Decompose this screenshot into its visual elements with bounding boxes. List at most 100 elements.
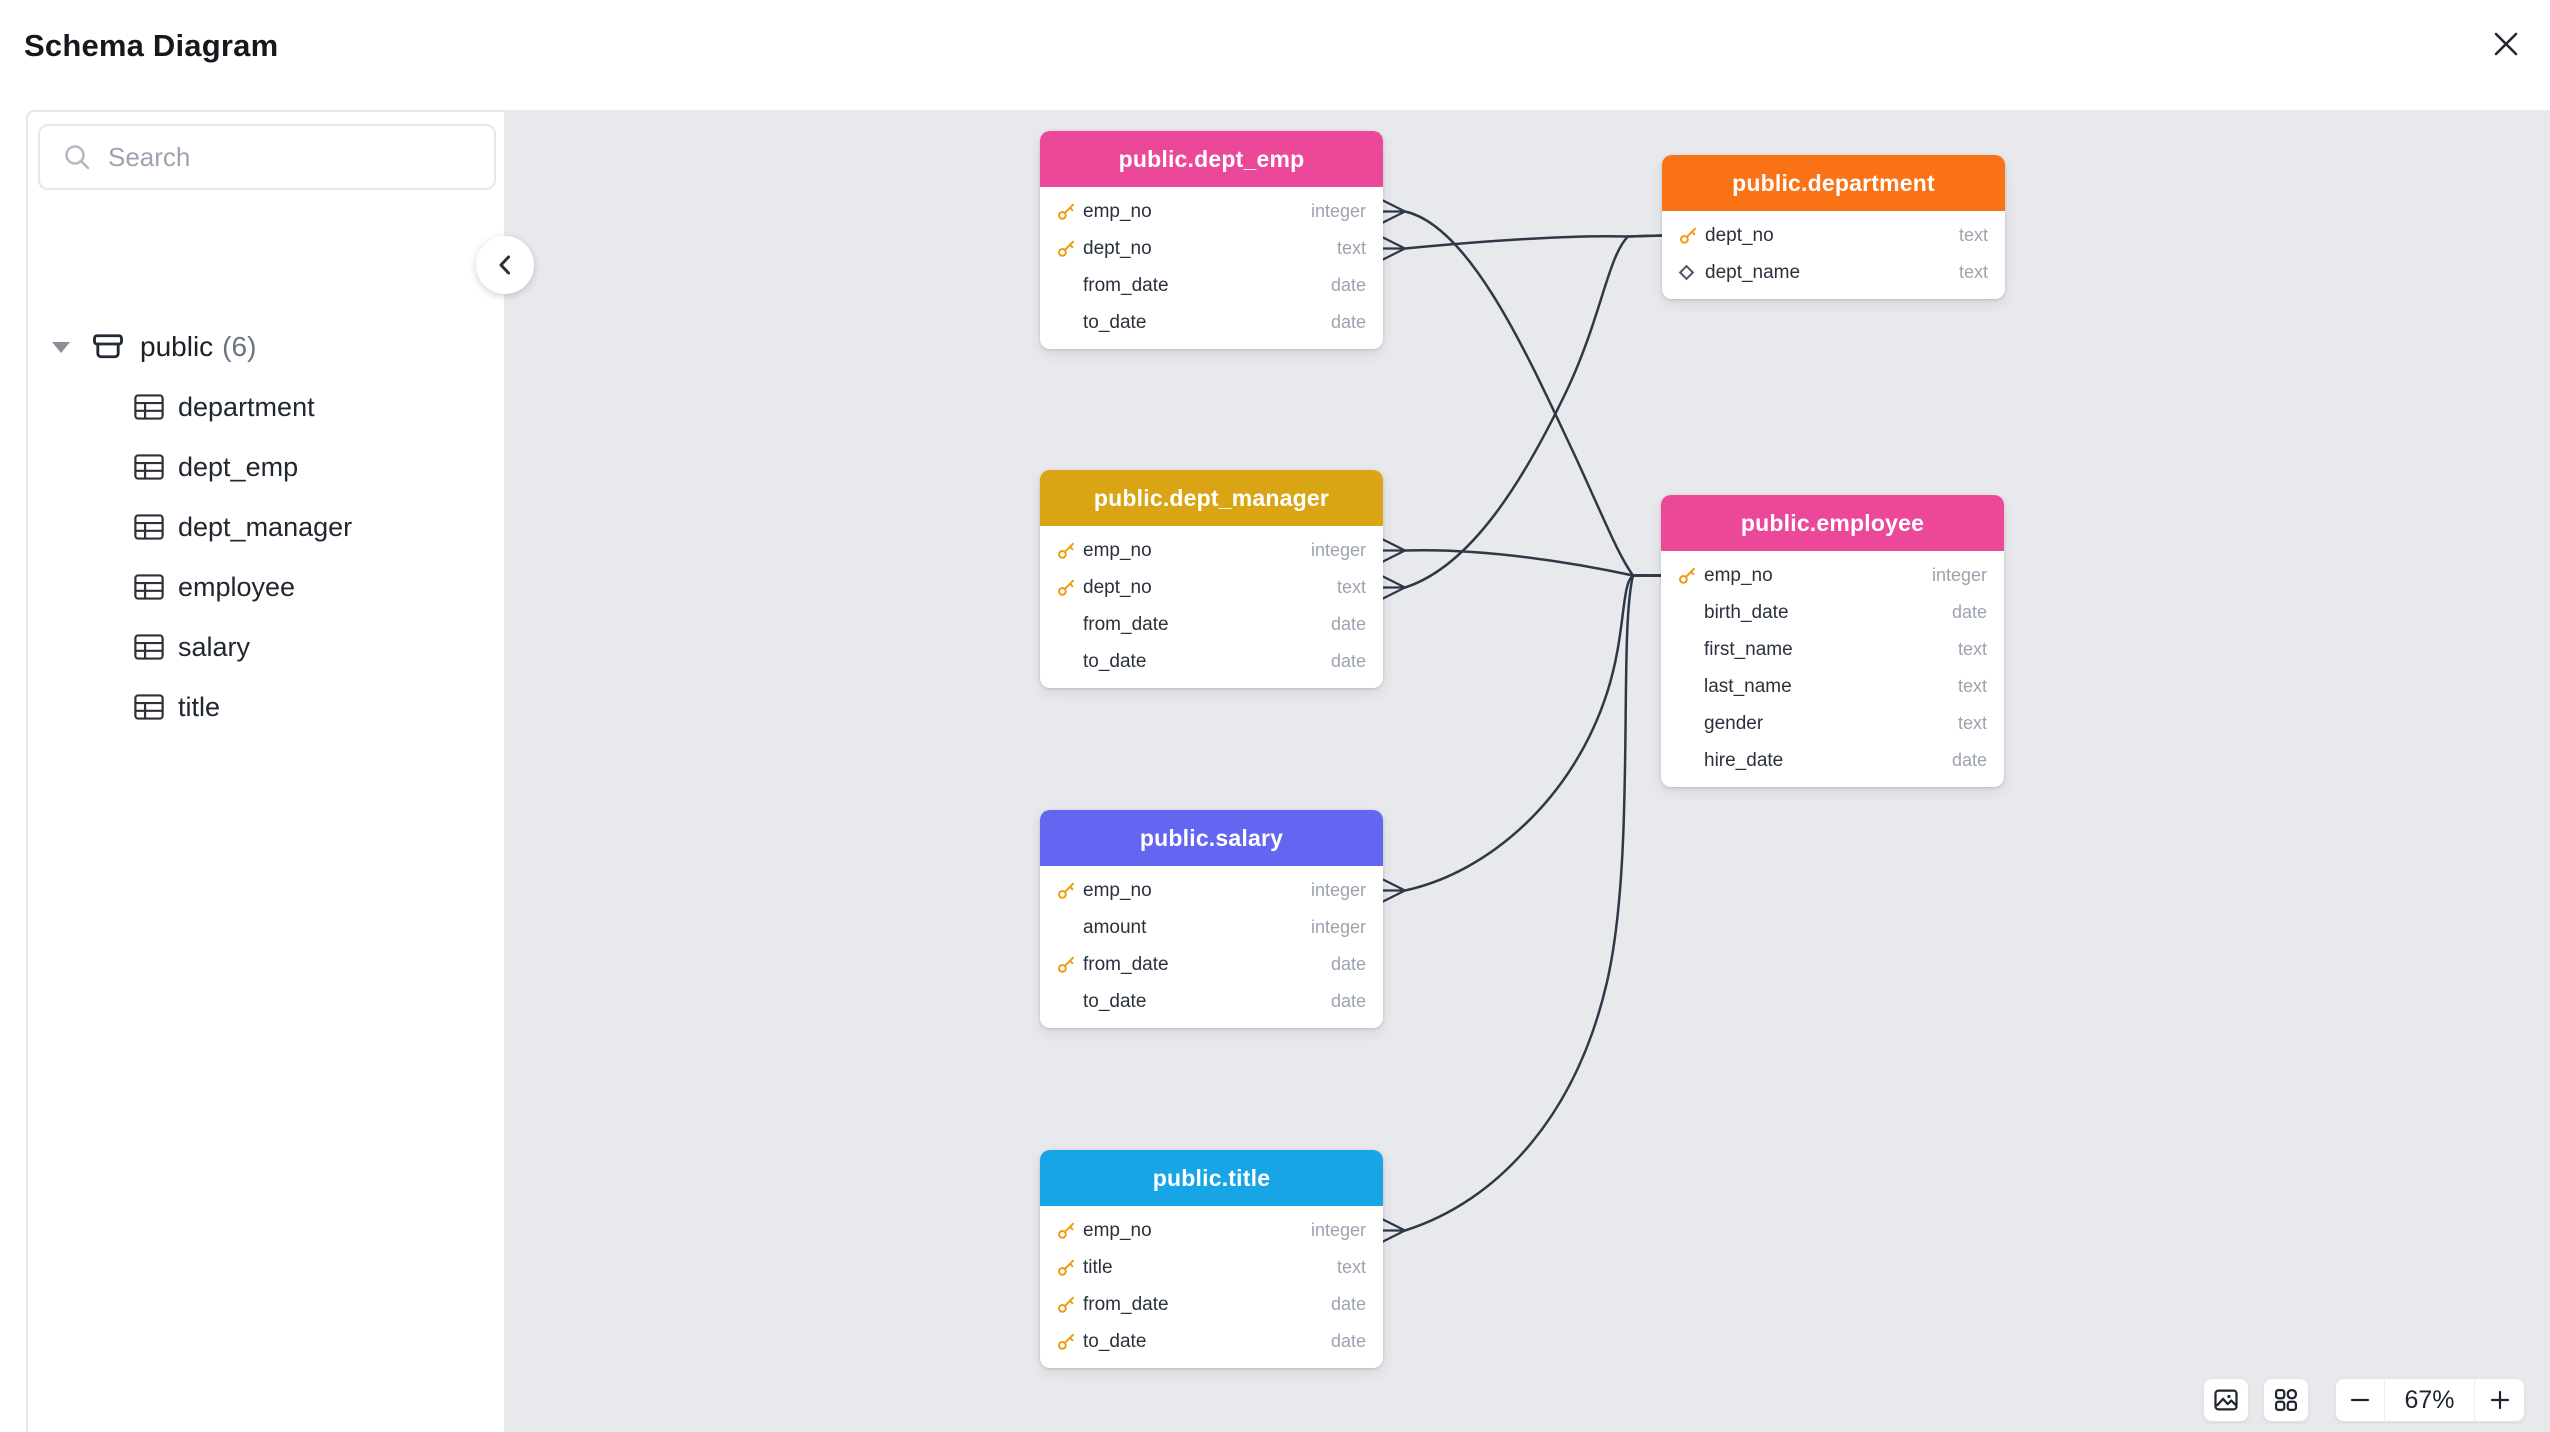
table-icon [134,394,164,420]
node-title: public.dept_emp [1118,145,1305,172]
nullable-diamond-icon [1678,264,1695,281]
node-header[interactable]: public.department [1662,155,2005,211]
field-type: text [1958,262,1988,282]
sidebar-item-dept_manager[interactable]: dept_manager [28,497,506,557]
auto-arrange-button[interactable] [2263,1378,2309,1422]
diagram-canvas[interactable] [504,110,2550,1432]
field-name: emp_no [1083,200,1152,222]
table-icon [134,574,164,600]
field-type: text [1957,676,1987,696]
field-type: text [1957,713,1987,733]
field-type: integer [1310,1220,1366,1240]
field-name: amount [1083,916,1147,938]
schema-tree-item[interactable]: public (6) [28,317,506,377]
sidebar-item-label: employee [178,571,296,602]
close-icon [2494,32,2518,56]
field-name: first_name [1704,638,1793,660]
field-type: text [1336,238,1366,258]
sidebar-item-employee[interactable]: employee [28,557,506,617]
grid-squares-icon [2274,1388,2298,1412]
node-header[interactable]: public.title [1040,1150,1383,1206]
node-header[interactable]: public.employee [1661,495,2004,551]
primary-key-icon [1058,1333,1074,1350]
field-name: dept_no [1705,224,1774,246]
canvas-controls: 67% [2203,1378,2525,1422]
field-name: dept_no [1083,237,1152,259]
primary-key-icon [1058,542,1074,559]
sidebar-item-salary[interactable]: salary [28,617,506,677]
schema-name: public [140,331,214,362]
primary-key-icon [1058,1296,1074,1313]
plus-icon [2490,1390,2509,1410]
sidebar-item-dept_emp[interactable]: dept_emp [28,437,506,497]
search-box[interactable] [38,124,496,190]
field-type: date [1330,1331,1366,1351]
close-button[interactable] [2484,22,2528,66]
sidebar-item-label: department [178,391,315,422]
node-header[interactable]: public.salary [1040,810,1383,866]
field-row-dept_no[interactable]: dept_no text [1040,230,1383,267]
sidebar-item-title[interactable]: title [28,677,506,737]
node-header[interactable]: public.dept_manager [1040,470,1383,526]
field-type: date [1330,991,1366,1011]
field-name: dept_name [1705,261,1801,283]
caret-down-icon[interactable] [52,341,70,353]
table-icon [134,694,164,720]
field-type: integer [1310,880,1366,900]
sidebar-item-department[interactable]: department [28,377,506,437]
field-name: to_date [1083,311,1147,333]
field-row-dept_no[interactable]: dept_no text [1040,569,1383,606]
search-icon [65,145,90,170]
field-row-emp_no[interactable]: emp_no integer [1040,1212,1383,1249]
search-input[interactable] [108,141,468,173]
sidebar-item-label: dept_emp [178,451,299,482]
schema-table-count: (6) [222,331,257,362]
zoom-in-button[interactable] [2474,1379,2524,1421]
field-type: text [1336,577,1366,597]
field-type: date [1951,602,1987,622]
header-bar: Schema Diagram [0,0,2550,110]
table-icon [134,454,164,480]
collapse-sidebar-button[interactable] [476,236,534,294]
page-title: Schema Diagram [24,28,279,63]
field-name: dept_no [1083,576,1152,598]
zoom-out-button[interactable] [2336,1379,2385,1421]
node-header[interactable]: public.dept_emp [1040,131,1383,187]
primary-key-icon [1058,956,1074,973]
field-type: date [1951,750,1987,770]
download-image-button[interactable] [2203,1378,2249,1422]
field-name: emp_no [1083,1219,1152,1241]
image-icon [2214,1389,2238,1411]
primary-key-icon [1680,227,1696,244]
field-name: emp_no [1083,539,1152,561]
node-title: public.salary [1139,824,1284,851]
field-row-dept_name[interactable]: dept_name text [1662,254,2005,291]
